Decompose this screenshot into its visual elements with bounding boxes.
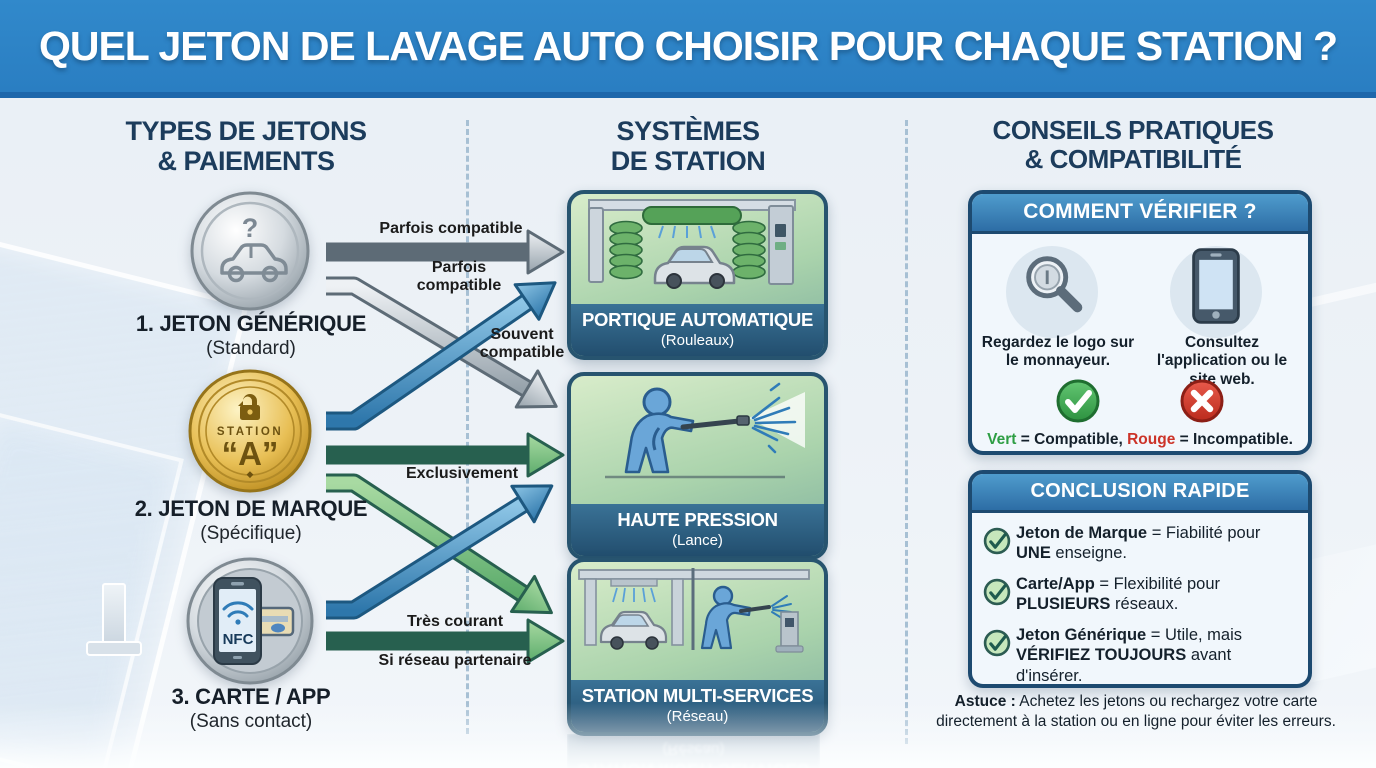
multiservices-label-band: STATION MULTI-SERVICES (Réseau)	[571, 680, 824, 732]
token-subtitle: (Standard)	[206, 338, 296, 359]
spray-cone	[749, 392, 805, 448]
multiservices-illustration	[571, 562, 824, 680]
side-brushes-icon	[609, 220, 766, 280]
payment-post-icon	[775, 611, 804, 653]
stations-column-header: SYSTÈMES DE STATION	[558, 116, 818, 176]
color-legend: Vert = Compatible, Rouge = Incompatible.	[987, 431, 1293, 448]
glass-post-decor	[102, 583, 126, 647]
tokens-header-line2: & PAIEMENTS	[157, 146, 335, 177]
check-circle-icon	[982, 526, 1016, 561]
token-carte-app-label: 3. CARTE / APP (Sans contact)	[96, 684, 406, 733]
question-mark-glyph: ?	[242, 213, 259, 243]
smartphone-icon	[1188, 246, 1244, 331]
station-reflection: STATION MULTI-SERVICES (Réseau)	[567, 734, 820, 768]
column-divider-left	[466, 120, 469, 734]
verify-card-body: Regardez le logo sur le monnayeur. Consu…	[972, 234, 1308, 448]
hautepression-illustration	[571, 376, 824, 504]
station-subtitle: (Réseau)	[666, 708, 729, 725]
arrow-label-exclusivement: Exclusivement	[405, 465, 519, 482]
token-generic-label: 1. JETON GÉNÉRIQUE (Standard)	[96, 311, 406, 360]
station-subtitle: (Rouleaux)	[660, 332, 735, 349]
token-name: 3. CARTE / APP	[171, 684, 331, 709]
token-name: 2. JETON DE MARQUE	[134, 496, 368, 521]
verify-card-title: COMMENT VÉRIFIER ?	[972, 194, 1308, 234]
arrow-label-souvent-compatible: Souvent compatible	[479, 326, 565, 361]
portique-illustration	[571, 194, 824, 304]
car-icon	[599, 610, 668, 650]
portique-label-band: PORTIQUE AUTOMATIQUE (Rouleaux)	[571, 304, 824, 356]
arrow-label-si-reseau-partenaire: Si réseau partenaire	[378, 652, 532, 669]
nfc-phone-icon: NFC	[213, 577, 262, 665]
wifi-icon	[227, 610, 249, 618]
station-multiservices-box: STATION MULTI-SERVICES (Réseau)	[567, 558, 828, 736]
token-subtitle: (Sans contact)	[189, 711, 313, 732]
conseils-column-header: CONSEILS PRATIQUES & COMPATIBILITÉ	[953, 115, 1313, 175]
tokens-header-line1: TYPES DE JETONS	[125, 116, 367, 146]
arrow-label-parfois-compatible-2: Parfois compatible	[416, 259, 502, 294]
conclusion-card-title: CONCLUSION RAPIDE	[972, 474, 1308, 513]
water-spray-lines	[658, 225, 716, 239]
verify-card: COMMENT VÉRIFIER ? Rega	[968, 190, 1312, 455]
nfc-card-app-icon: NFC	[185, 556, 315, 691]
nfc-label: NFC	[223, 631, 254, 648]
brand-token-coin-icon: STATION “A” ◆	[186, 367, 314, 500]
check-circle-icon	[982, 577, 1016, 612]
page-title: QUEL JETON DE LAVAGE AUTO CHOISIR POUR C…	[38, 22, 1338, 69]
stations-header-line1: SYSTÈMES	[616, 116, 760, 146]
diamond-glyph: ◆	[247, 469, 254, 479]
conclusion-item: Jeton Générique = Utile, mais VÉRIFIEZ T…	[982, 625, 1298, 684]
magnifier-icon	[1016, 248, 1094, 331]
lock-icon	[238, 394, 260, 420]
green-check-icon	[1054, 377, 1102, 430]
title-banner: QUEL JETON DE LAVAGE AUTO CHOISIR POUR C…	[0, 0, 1376, 98]
conseils-header-line2: & COMPATIBILITÉ	[1024, 144, 1242, 175]
shower-spray-lines	[612, 587, 656, 603]
column-divider-right	[905, 120, 908, 744]
tokens-column-header: TYPES DE JETONS & PAIEMENTS	[66, 116, 426, 176]
check-circle-icon	[982, 628, 1016, 663]
station-a-letter: “A”	[222, 435, 279, 472]
arrow-label-tres-courant: Très courant	[406, 613, 504, 630]
station-portique-box: PORTIQUE AUTOMATIQUE (Rouleaux)	[567, 190, 828, 360]
arrow-label-parfois-compatible: Parfois compatible	[379, 220, 523, 237]
token-name: 1. JETON GÉNÉRIQUE	[135, 311, 367, 336]
conclusion-card: CONCLUSION RAPIDE Jeton de Marque = Fiab…	[968, 470, 1312, 688]
astuce-note: Astuce : Achetez les jetons ou rechargez…	[936, 693, 1336, 731]
hautepression-label-band: HAUTE PRESSION (Lance)	[571, 504, 824, 556]
car-icon	[653, 245, 736, 289]
token-subtitle: (Spécifique)	[200, 523, 302, 544]
person-with-lance-icon	[700, 585, 792, 650]
token-brand-label: 2. JETON DE MARQUE (Spécifique)	[96, 496, 406, 545]
station-name: STATION MULTI-SERVICES	[581, 685, 814, 706]
station-hautepression-box: HAUTE PRESSION (Lance)	[567, 372, 828, 560]
top-brush-icon	[642, 206, 742, 225]
red-cross-icon	[1178, 377, 1226, 430]
car-icon	[220, 243, 288, 275]
verify-left-text: Regardez le logo sur le monnayeur.	[981, 334, 1135, 370]
conclusion-card-body: Jeton de Marque = Fiabilité pour UNE ens…	[972, 513, 1308, 684]
person-with-lance-icon	[624, 387, 750, 474]
spray-lines	[751, 382, 797, 454]
glass-post-base-decor	[86, 641, 142, 656]
conclusion-item: Jeton de Marque = Fiabilité pour UNE ens…	[982, 523, 1298, 564]
conseils-header-line1: CONSEILS PRATIQUES	[992, 115, 1274, 145]
conclusion-item: Carte/App = Flexibilité pour PLUSIEURS r…	[982, 574, 1298, 615]
shower-head-icon	[610, 578, 658, 587]
credit-card-icon	[253, 606, 295, 637]
stations-header-line2: DE STATION	[610, 146, 766, 177]
station-subtitle: (Lance)	[672, 532, 723, 549]
generic-token-coin-icon: ?	[188, 189, 312, 318]
station-name: HAUTE PRESSION	[617, 509, 778, 530]
station-name: PORTIQUE AUTOMATIQUE	[581, 309, 814, 330]
station-coin-text: STATION	[217, 426, 283, 438]
